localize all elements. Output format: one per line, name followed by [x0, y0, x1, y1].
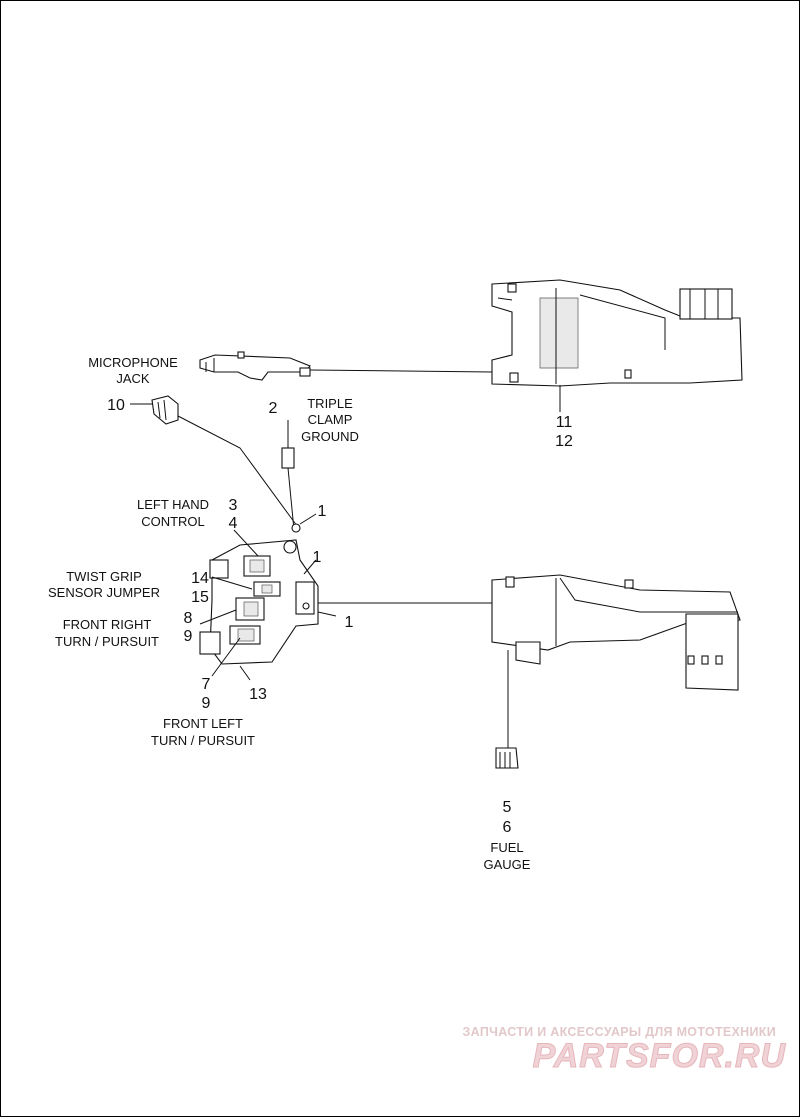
fuel-gauge-line-2: GAUGE [484, 857, 531, 872]
leader-lines [199, 385, 561, 681]
fuel-gauge-label: FUEL GAUGE [484, 840, 531, 872]
connector-mounting-plate [199, 539, 319, 665]
part-number-3: 3 [229, 497, 238, 514]
front-left-label: FRONT LEFT TURN / PURSUIT [151, 716, 255, 748]
front-right-line-1: FRONT RIGHT [63, 617, 152, 632]
part-number-1-ground: 1 [318, 503, 327, 520]
part-number-4: 4 [229, 515, 238, 532]
part-number-13: 13 [249, 686, 267, 703]
twist-grip-line-2: SENSOR JUMPER [48, 585, 160, 600]
triple-clamp-line-2: CLAMP [308, 412, 353, 427]
mic-jack-wire [309, 369, 493, 373]
part-number-14: 14 [191, 570, 209, 587]
watermark: ЗАПЧАСТИ И АКСЕССУАРЫ ДЛЯ МОТОТЕХНИКИ PA… [463, 1025, 787, 1076]
part-number-5: 5 [503, 799, 512, 816]
mic-jack-line-1: MICROPHONE [88, 355, 178, 370]
part-number-9-right: 9 [184, 628, 193, 645]
part-number-15: 15 [191, 589, 209, 606]
front-right-label: FRONT RIGHT TURN / PURSUIT [55, 617, 159, 649]
ground-terminal-1 [291, 523, 301, 533]
part-numbers: 10 2 11 12 3 4 1 1 1 14 15 8 9 7 9 13 5 … [107, 397, 573, 836]
front-left-line-2: TURN / PURSUIT [151, 733, 255, 748]
watermark-subtitle: ЗАПЧАСТИ И АКСЕССУАРЫ ДЛЯ МОТОТЕХНИКИ [463, 1025, 776, 1039]
triple-clamp-ground-terminal [281, 420, 295, 531]
connector-10-wire [177, 415, 301, 531]
fuel-gauge-line-1: FUEL [490, 840, 523, 855]
part-number-9-left: 9 [202, 695, 211, 712]
triple-clamp-line-3: GROUND [301, 429, 359, 444]
mic-jack-line-2: JACK [116, 371, 150, 386]
front-right-line-2: TURN / PURSUIT [55, 634, 159, 649]
part-number-1-upper: 1 [313, 549, 322, 566]
twist-grip-label: TWIST GRIP SENSOR JUMPER [48, 569, 160, 600]
microphone-jack-connector [199, 351, 311, 381]
part-number-1-lower: 1 [345, 614, 354, 631]
triple-clamp-ground-label: TRIPLE CLAMP GROUND [301, 396, 359, 444]
part-number-8: 8 [184, 610, 193, 627]
part-number-2: 2 [269, 400, 278, 417]
twist-grip-line-1: TWIST GRIP [66, 569, 142, 584]
triple-clamp-line-1: TRIPLE [307, 396, 353, 411]
left-hand-control-label: LEFT HAND CONTROL [137, 497, 209, 529]
connector-10 [130, 395, 179, 425]
part-number-10: 10 [107, 397, 125, 414]
left-hand-line-1: LEFT HAND [137, 497, 209, 512]
left-hand-line-2: CONTROL [141, 514, 205, 529]
part-number-11: 11 [556, 414, 573, 431]
front-left-line-1: FRONT LEFT [163, 716, 243, 731]
lower-harness-bracket [491, 574, 741, 691]
microphone-jack-label: MICROPHONE JACK [88, 355, 178, 386]
part-number-6: 6 [503, 819, 512, 836]
upper-harness-bracket [491, 279, 743, 387]
watermark-logo: PARTSFOR.RU [533, 1037, 787, 1075]
part-number-7: 7 [202, 676, 211, 693]
part-number-12: 12 [555, 433, 573, 450]
fuel-gauge-connector [495, 747, 519, 769]
